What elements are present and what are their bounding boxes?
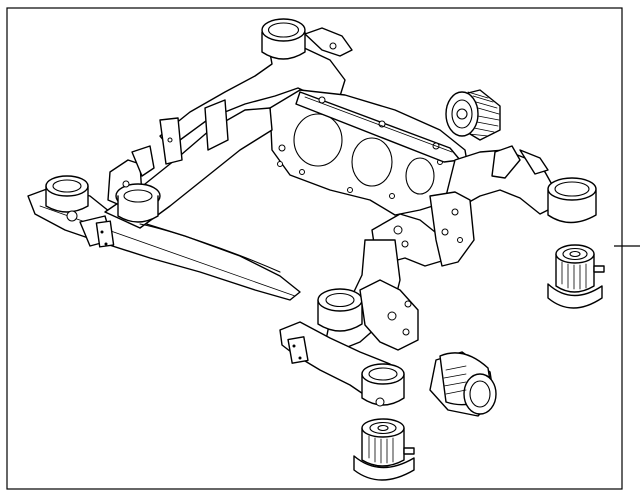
- upper-brace: [295, 91, 461, 163]
- left-bracket: [107, 145, 161, 223]
- front-right-mount-lower: [361, 363, 405, 407]
- bushing-center: [429, 351, 497, 417]
- front-right-mount-upper: [317, 279, 419, 351]
- plate-hole-right: [405, 157, 435, 195]
- subframe-rear-arm: [159, 41, 346, 149]
- bushing-bottom: [353, 418, 415, 481]
- plate-hole-left: [293, 113, 343, 167]
- right-mount: [547, 177, 597, 224]
- bushing-right: [547, 244, 605, 309]
- center-right-bracket: [371, 191, 475, 267]
- bushing-top: [445, 89, 501, 141]
- left-mount: [45, 175, 89, 222]
- subframe-assembly: [27, 18, 597, 407]
- frame-border: [6, 7, 623, 490]
- plate-hole-mid: [351, 137, 393, 187]
- top-mount: [261, 18, 353, 60]
